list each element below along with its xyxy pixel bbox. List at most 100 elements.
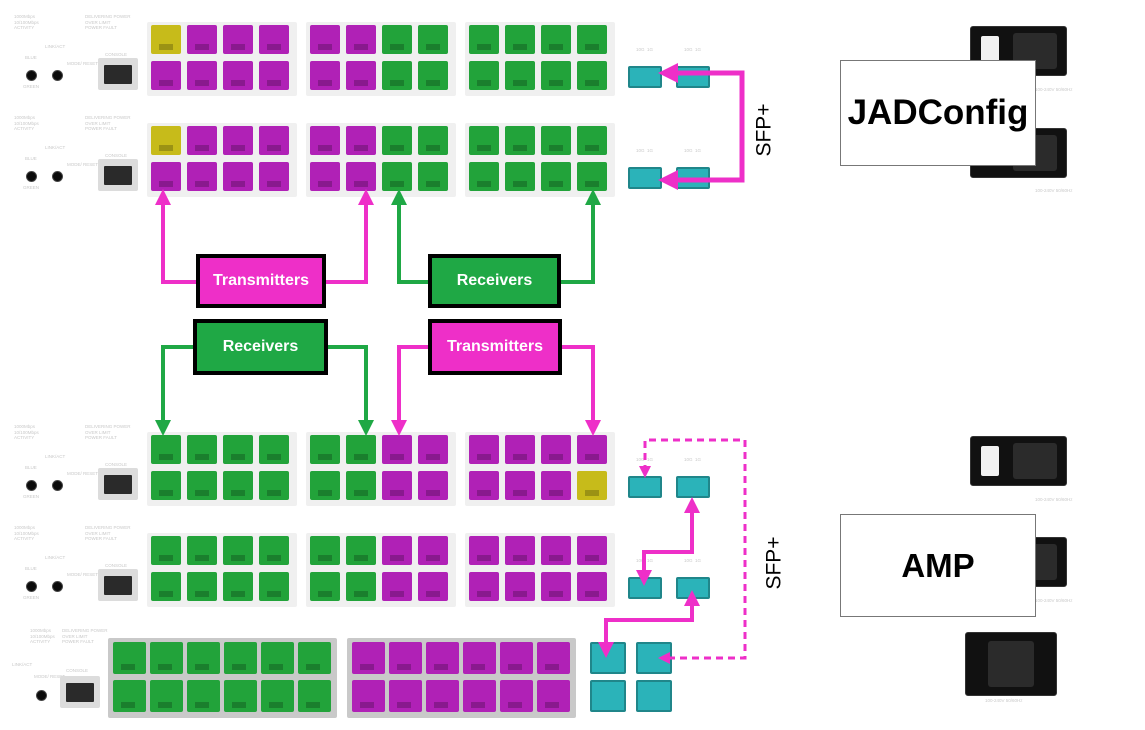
ethernet-port[interactable] <box>541 162 571 191</box>
ethernet-port[interactable] <box>505 25 535 54</box>
sfp-port[interactable] <box>628 577 662 599</box>
ethernet-port[interactable] <box>382 126 412 155</box>
ethernet-port[interactable] <box>382 25 412 54</box>
sfp-port[interactable] <box>676 577 710 599</box>
ethernet-port[interactable] <box>151 536 181 565</box>
console-port[interactable] <box>98 159 138 191</box>
ethernet-port[interactable] <box>113 642 146 674</box>
ethernet-port[interactable] <box>346 126 376 155</box>
ethernet-port[interactable] <box>223 25 253 54</box>
ethernet-port[interactable] <box>223 572 253 601</box>
ethernet-port[interactable] <box>500 642 533 674</box>
mode-reset-button[interactable] <box>52 70 63 81</box>
ethernet-port[interactable] <box>259 435 289 464</box>
blue-button[interactable] <box>26 171 37 182</box>
ethernet-port[interactable] <box>151 126 181 155</box>
mode-reset-button[interactable] <box>52 581 63 592</box>
ethernet-port[interactable] <box>187 435 217 464</box>
sfp-port[interactable] <box>676 66 710 88</box>
sfp-port[interactable] <box>590 642 626 674</box>
blue-button[interactable] <box>26 581 37 592</box>
ethernet-port[interactable] <box>577 61 607 90</box>
ethernet-port[interactable] <box>346 25 376 54</box>
ethernet-port[interactable] <box>389 680 422 712</box>
ethernet-port[interactable] <box>426 642 459 674</box>
ethernet-port[interactable] <box>346 572 376 601</box>
ethernet-port[interactable] <box>346 536 376 565</box>
ethernet-port[interactable] <box>469 162 499 191</box>
console-port[interactable] <box>98 468 138 500</box>
ethernet-port[interactable] <box>151 61 181 90</box>
sfp-port[interactable] <box>628 476 662 498</box>
ethernet-port[interactable] <box>187 61 217 90</box>
ethernet-port[interactable] <box>259 25 289 54</box>
ethernet-port[interactable] <box>577 435 607 464</box>
ethernet-port[interactable] <box>505 126 535 155</box>
ethernet-port[interactable] <box>259 61 289 90</box>
ethernet-port[interactable] <box>151 572 181 601</box>
ethernet-port[interactable] <box>223 435 253 464</box>
ethernet-port[interactable] <box>541 61 571 90</box>
ethernet-port[interactable] <box>577 471 607 500</box>
ethernet-port[interactable] <box>224 680 257 712</box>
ethernet-port[interactable] <box>223 162 253 191</box>
ethernet-port[interactable] <box>505 435 535 464</box>
ethernet-port[interactable] <box>577 25 607 54</box>
ethernet-port[interactable] <box>259 536 289 565</box>
ethernet-port[interactable] <box>541 25 571 54</box>
ethernet-port[interactable] <box>346 471 376 500</box>
ethernet-port[interactable] <box>346 162 376 191</box>
ethernet-port[interactable] <box>187 471 217 500</box>
ethernet-port[interactable] <box>224 642 257 674</box>
ethernet-port[interactable] <box>418 162 448 191</box>
ethernet-port[interactable] <box>310 536 340 565</box>
ethernet-port[interactable] <box>469 435 499 464</box>
ethernet-port[interactable] <box>418 61 448 90</box>
ethernet-port[interactable] <box>418 435 448 464</box>
ethernet-port[interactable] <box>382 61 412 90</box>
ethernet-port[interactable] <box>418 471 448 500</box>
ethernet-port[interactable] <box>541 471 571 500</box>
console-port[interactable] <box>60 676 100 708</box>
ethernet-port[interactable] <box>577 126 607 155</box>
ethernet-port[interactable] <box>187 680 220 712</box>
ethernet-port[interactable] <box>151 162 181 191</box>
ethernet-port[interactable] <box>541 126 571 155</box>
mode-reset-button[interactable] <box>52 480 63 491</box>
ethernet-port[interactable] <box>463 642 496 674</box>
ethernet-port[interactable] <box>310 572 340 601</box>
sfp-port[interactable] <box>676 167 710 189</box>
ethernet-port[interactable] <box>469 471 499 500</box>
ethernet-port[interactable] <box>505 162 535 191</box>
ethernet-port[interactable] <box>259 126 289 155</box>
ethernet-port[interactable] <box>537 680 570 712</box>
console-port[interactable] <box>98 58 138 90</box>
ethernet-port[interactable] <box>469 61 499 90</box>
ethernet-port[interactable] <box>187 572 217 601</box>
sfp-port[interactable] <box>628 167 662 189</box>
ethernet-port[interactable] <box>352 642 385 674</box>
ethernet-port[interactable] <box>187 536 217 565</box>
ethernet-port[interactable] <box>187 25 217 54</box>
ethernet-port[interactable] <box>223 61 253 90</box>
ethernet-port[interactable] <box>418 572 448 601</box>
mode-reset-button[interactable] <box>52 171 63 182</box>
ethernet-port[interactable] <box>541 536 571 565</box>
ethernet-port[interactable] <box>505 61 535 90</box>
ethernet-port[interactable] <box>352 680 385 712</box>
ethernet-port[interactable] <box>382 471 412 500</box>
sfp-port[interactable] <box>590 680 626 712</box>
blue-button[interactable] <box>26 70 37 81</box>
ethernet-port[interactable] <box>310 126 340 155</box>
ethernet-port[interactable] <box>469 25 499 54</box>
console-port[interactable] <box>98 569 138 601</box>
ethernet-port[interactable] <box>469 536 499 565</box>
ethernet-port[interactable] <box>259 471 289 500</box>
ethernet-port[interactable] <box>382 162 412 191</box>
sfp-port[interactable] <box>636 642 672 674</box>
ethernet-port[interactable] <box>298 642 331 674</box>
ethernet-port[interactable] <box>261 642 294 674</box>
ethernet-port[interactable] <box>577 536 607 565</box>
ethernet-port[interactable] <box>500 680 533 712</box>
ethernet-port[interactable] <box>223 126 253 155</box>
